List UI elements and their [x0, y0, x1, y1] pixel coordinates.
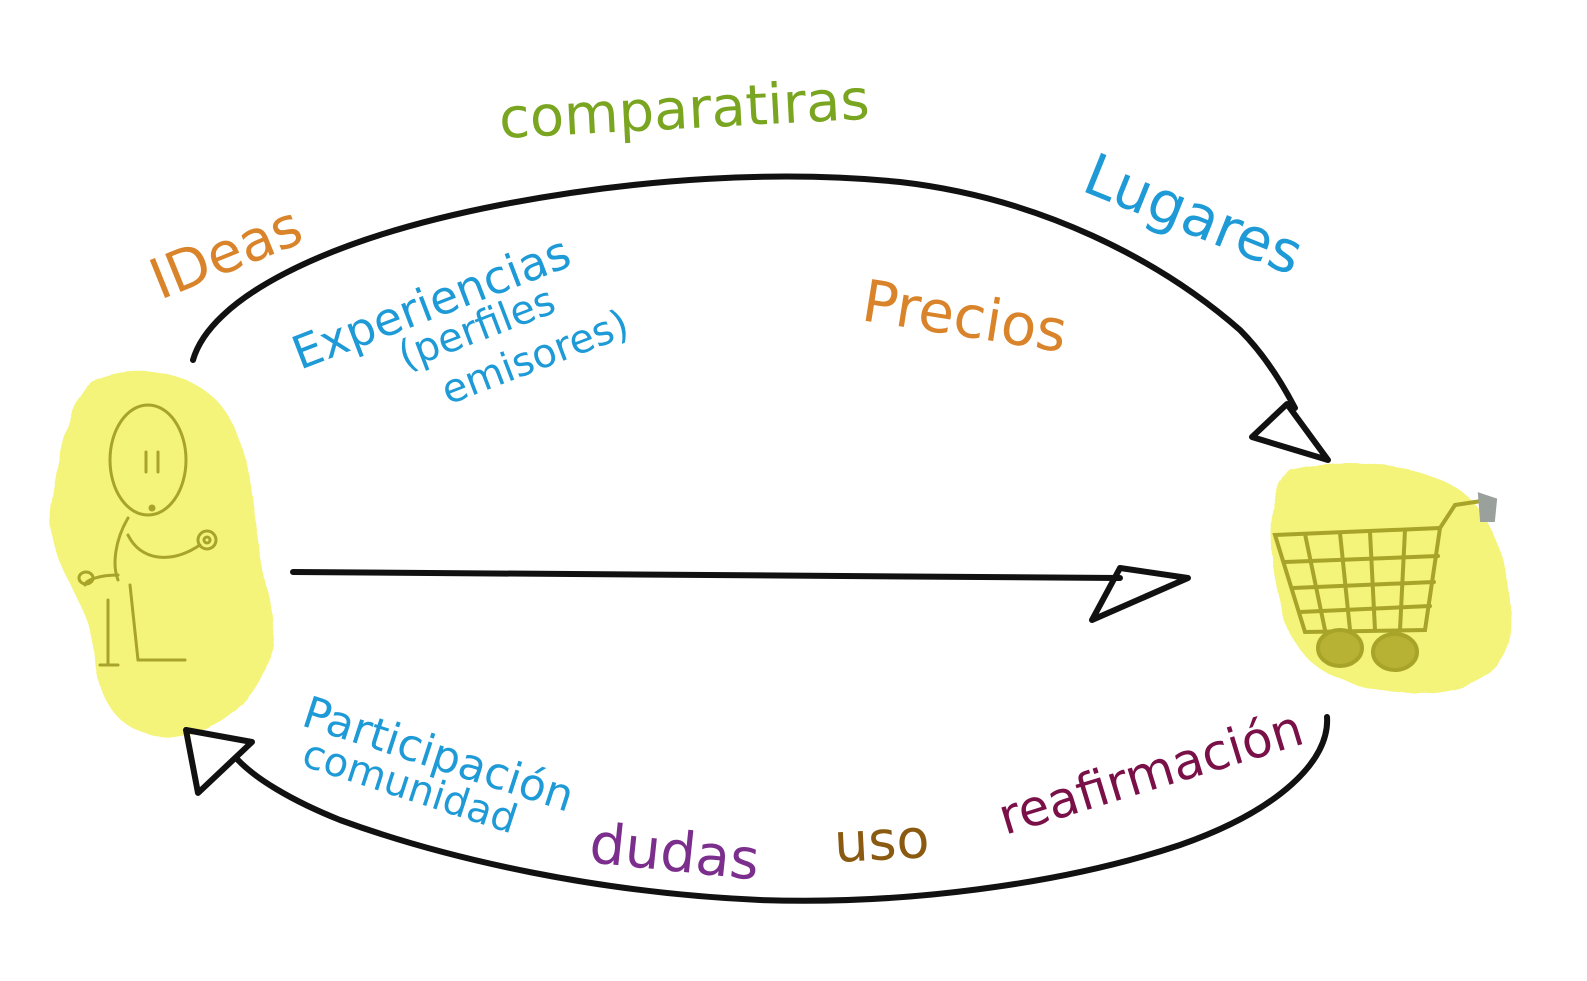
- label-lugares: Lugares: [1075, 140, 1313, 289]
- person-highlight: [50, 371, 274, 738]
- label-uso: uso: [832, 807, 931, 875]
- stick-figure-icon: [77, 403, 218, 667]
- label-comparativas: comparatiras: [497, 68, 871, 152]
- label-ideas: IDeas: [141, 194, 311, 313]
- middle-arrow: [290, 565, 1191, 623]
- top-arc-arrow: [190, 173, 1331, 463]
- label-precios: Precios: [858, 267, 1072, 366]
- shopping-cart-icon: [1272, 492, 1498, 672]
- label-reafirmacion: reafirmación: [992, 699, 1310, 847]
- bottom-arc-arrow: [183, 714, 1331, 904]
- label-dudas: dudas: [587, 811, 763, 893]
